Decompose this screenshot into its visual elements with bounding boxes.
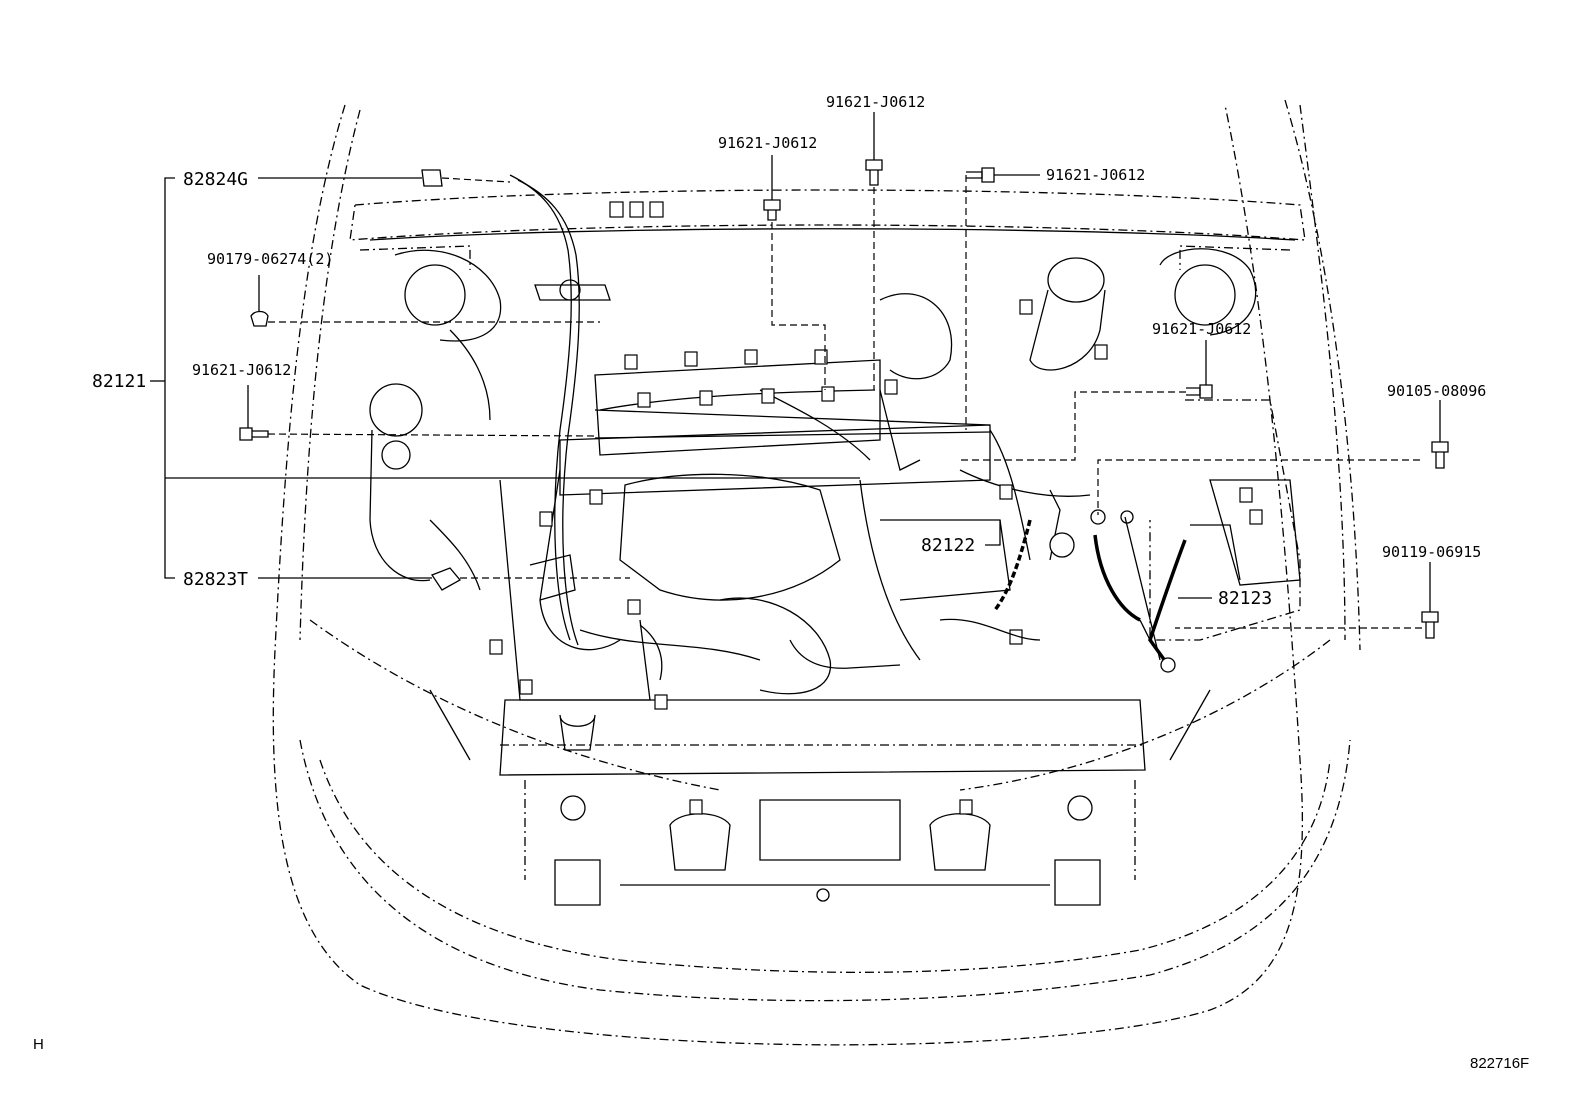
label-90119-06915: 90119-06915	[1382, 543, 1481, 561]
radiator	[499, 699, 1146, 880]
left-headlamp	[394, 249, 502, 342]
coolant-reservoir	[1029, 257, 1106, 371]
label-91621-topright: 91621-J0612	[1046, 166, 1145, 184]
label-82122: 82122	[921, 535, 975, 556]
battery-cables	[993, 489, 1187, 673]
right-headlamp	[1159, 248, 1257, 336]
label-82824G: 82824G	[183, 169, 248, 190]
label-91621-topleft: 91621-J0612	[718, 134, 817, 152]
car-body-outline	[272, 99, 1361, 1046]
label-82121: 82121	[92, 371, 146, 392]
label-91621-top: 91621-J0612	[826, 93, 925, 111]
label-90179-06274: 90179-06274(2)	[207, 250, 333, 268]
figure-id: 822716F	[1470, 1055, 1529, 1072]
battery	[1149, 399, 1301, 641]
washer-reservoir	[369, 383, 431, 582]
wire-harness	[509, 174, 1041, 661]
connectors	[489, 201, 1263, 815]
footer: H 822716F	[33, 1036, 1529, 1072]
label-82123: 82123	[1218, 588, 1272, 609]
label-91621-right: 91621-J0612	[1152, 320, 1251, 338]
front-bumper-structure	[429, 689, 1211, 906]
part-number-labels: 82824G 90179-06274(2) 82121 91621-J0612 …	[92, 93, 1486, 609]
engine-block	[429, 293, 1091, 701]
label-90105-08096: 90105-08096	[1387, 382, 1486, 400]
label-91621-left: 91621-J0612	[192, 361, 291, 379]
fasteners	[239, 159, 1449, 639]
leader-lines	[150, 112, 1441, 629]
cowl-panel	[349, 189, 1306, 270]
footer-left-code: H	[33, 1036, 44, 1053]
label-82823T: 82823T	[183, 569, 248, 590]
